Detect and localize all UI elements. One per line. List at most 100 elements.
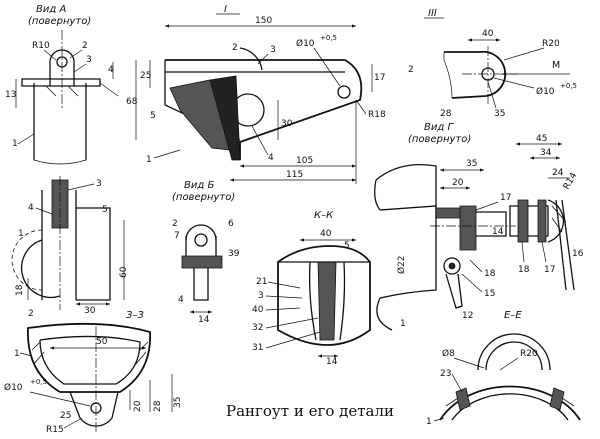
view-b-subtitle: (повернуто) <box>172 192 235 203</box>
ee-pos1: 1 <box>426 417 432 427</box>
small-pos39: 39 <box>228 249 240 259</box>
s33-dim28: 28 <box>153 400 163 412</box>
view-a-subtitle: (повернуто) <box>28 16 91 27</box>
mast-dia22: Ø22 <box>396 255 407 274</box>
view-g-dim34: 34 <box>540 148 552 158</box>
s33-dia10: Ø10 <box>4 382 23 393</box>
view-i-dim5: 5 <box>150 111 156 121</box>
view-i-dim25: 25 <box>140 71 151 81</box>
view-g-pos18: 18 <box>518 265 530 275</box>
small-pos4: 4 <box>178 295 184 305</box>
view-i-pos3: 3 <box>270 45 276 55</box>
mast-assembly: 35 20 17 14 Ø22 18 15 12 1 <box>374 159 516 331</box>
small-part: 2 6 7 39 4 14 <box>172 219 240 325</box>
view-i: I 150 2 3 Ø10 +0,5 17 25 68 5 30 R18 1 4 <box>126 4 386 184</box>
mast-pos15: 15 <box>484 289 495 299</box>
view-g-r14: R14 <box>562 171 580 192</box>
mast-pos14: 14 <box>492 227 504 237</box>
s33-pos1: 1 <box>14 349 20 359</box>
view-g-title: Вид Г <box>424 122 454 133</box>
s33-dim50: 50 <box>96 337 108 347</box>
section-kk: К–К 40 5 21 3 40 32 31 14 <box>252 210 371 367</box>
view-a-r10: R10 <box>32 41 50 51</box>
side-pos2: 2 <box>28 309 34 319</box>
kk-dim14: 14 <box>326 357 338 367</box>
view-a-pos2: 2 <box>82 41 88 51</box>
view-i-dim30: 30 <box>281 119 293 129</box>
mast-dim35: 35 <box>466 159 477 169</box>
view-g-subtitle: (повернуто) <box>408 134 471 145</box>
kk-pos21: 21 <box>256 277 267 287</box>
s33-title: З–З <box>126 310 144 321</box>
s33-dim20: 20 <box>133 400 143 412</box>
mast-pos1: 1 <box>400 319 406 329</box>
view-iii-dim2: 2 <box>408 65 414 75</box>
view-i-pos2: 2 <box>232 43 238 53</box>
s33-tol: +0,5 <box>30 378 47 386</box>
view-iii-r20: R20 <box>542 39 560 49</box>
view-i-r18: R18 <box>368 110 386 120</box>
ee-r20: R20 <box>520 349 538 359</box>
view-i-dia10: Ø10 <box>296 38 315 49</box>
view-i-dim17: 17 <box>374 73 385 83</box>
view-i-tol: +0,5 <box>320 34 337 42</box>
ee-pos23: 23 <box>440 369 451 379</box>
view-i-dim105: 105 <box>296 156 313 166</box>
view-i-dim115: 115 <box>286 170 303 180</box>
view-a-pos4: 4 <box>108 65 114 75</box>
ee-dia8: Ø8 <box>442 348 455 359</box>
side-dim30: 30 <box>84 306 96 316</box>
view-a-pos1: 1 <box>12 139 18 149</box>
view-iii-dia10: Ø10 <box>536 86 555 97</box>
figure-caption: Рангоут и его детали <box>226 402 394 420</box>
s33-r15: R15 <box>46 425 64 435</box>
small-dim14: 14 <box>198 315 210 325</box>
view-i-title: I <box>224 4 227 15</box>
kk-dim5: 5 <box>344 241 350 251</box>
mast-pos18: 18 <box>484 269 496 279</box>
mast-pos12: 12 <box>462 311 473 321</box>
section-ee: Е–Е Ø8 R20 23 1 <box>426 310 581 427</box>
view-a-pos3: 3 <box>86 55 92 65</box>
kk-pos32: 32 <box>252 323 263 333</box>
view-g-dim24: 24 <box>552 168 564 178</box>
view-b-title: Вид Б <box>184 180 214 191</box>
s33-pos25: 25 <box>60 411 71 421</box>
small-pos6: 6 <box>228 219 234 229</box>
view-iii-m: М <box>552 60 560 71</box>
side-pos3: 3 <box>96 179 102 189</box>
s33-dim35: 35 <box>173 397 183 408</box>
side-pos1: 1 <box>18 229 24 239</box>
view-iii: III 40 R20 2 М Ø10 +0,5 28 35 <box>408 8 577 119</box>
view-g-pos16: 16 <box>572 249 584 259</box>
kk-pos31: 31 <box>252 343 263 353</box>
mast-dim20: 20 <box>452 178 464 188</box>
view-a: Вид А (повернуто) R10 2 3 4 13 1 <box>5 4 119 165</box>
view-g-dim45: 45 <box>536 134 547 144</box>
view-g: Вид Г (повернуто) 45 34 R14 24 18 17 16 <box>408 122 584 291</box>
view-i-dim150: 150 <box>255 16 272 26</box>
view-g-pos17: 17 <box>544 265 555 275</box>
mast-pos17: 17 <box>500 193 511 203</box>
kk-dim40: 40 <box>320 229 332 239</box>
view-iii-pos35: 35 <box>494 109 505 119</box>
kk-pos3: 3 <box>258 291 264 301</box>
side-dim18: 18 <box>15 284 25 296</box>
ee-title: Е–Е <box>504 310 522 321</box>
view-iii-title: III <box>428 8 437 19</box>
small-pos7: 7 <box>174 231 180 241</box>
side-pos5: 5 <box>102 205 108 215</box>
kk-title: К–К <box>314 210 334 221</box>
view-iii-dim40: 40 <box>482 29 494 39</box>
side-pos4: 4 <box>28 203 34 213</box>
side-view: 3 4 5 1 60 18 2 30 <box>11 176 129 319</box>
view-iii-pos28: 28 <box>440 109 452 119</box>
side-dim60: 60 <box>119 266 129 278</box>
view-iii-tol: +0,5 <box>560 82 577 90</box>
view-a-title: Вид А <box>36 4 66 15</box>
view-i-dim68: 68 <box>126 97 138 107</box>
small-pos2: 2 <box>172 219 178 229</box>
view-a-dim13: 13 <box>5 90 16 100</box>
